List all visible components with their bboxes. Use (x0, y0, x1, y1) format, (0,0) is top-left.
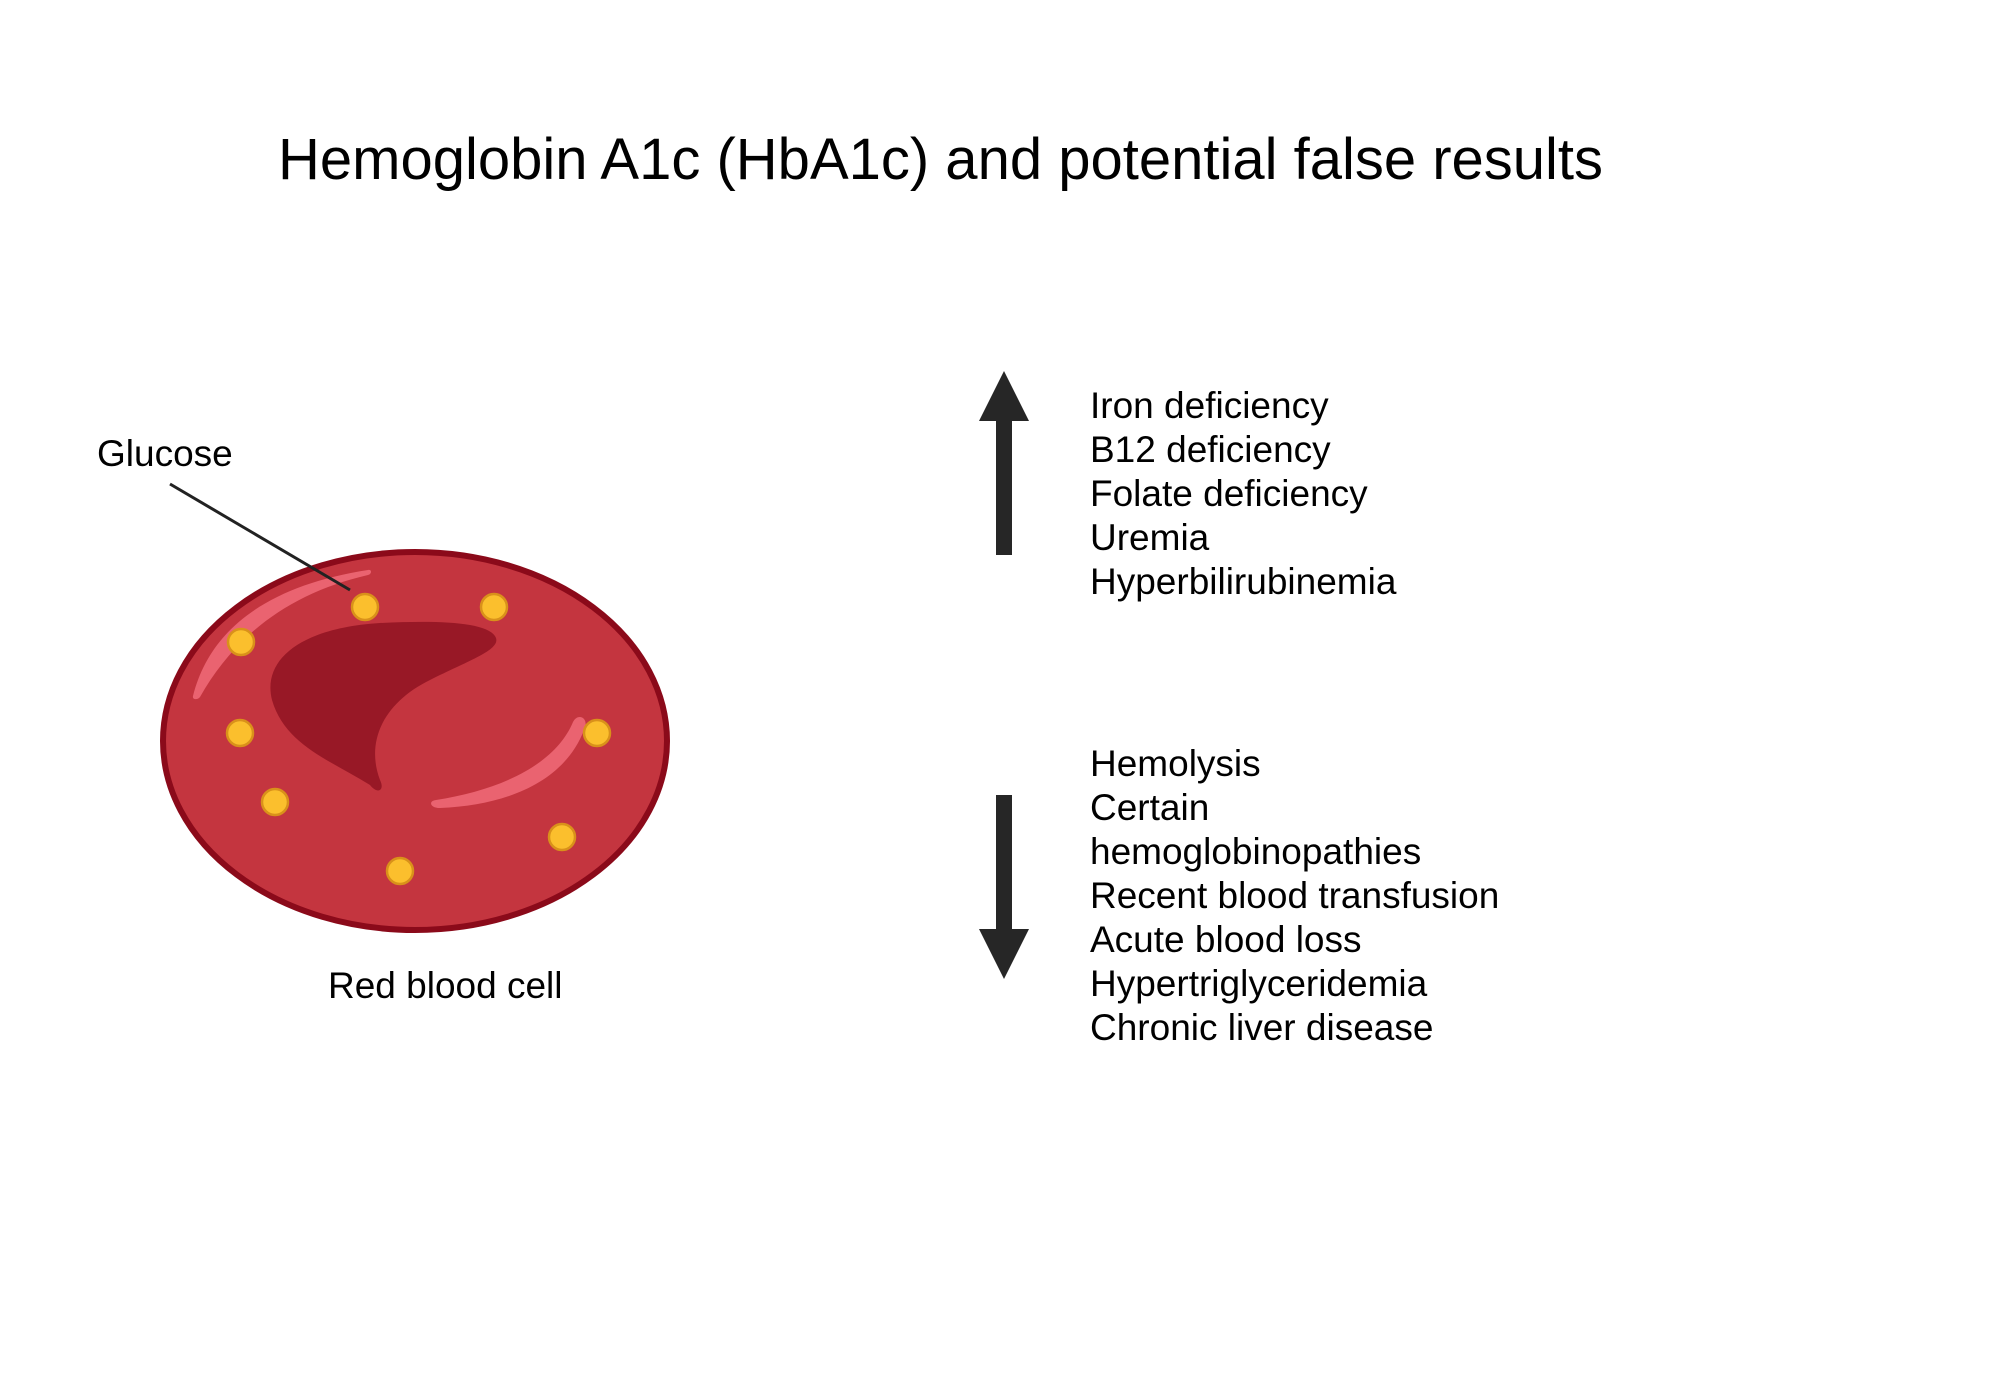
list-item: Folate deficiency (1090, 473, 1368, 514)
list-item: Hyperbilirubinemia (1090, 561, 1397, 602)
list-item: Iron deficiency (1090, 385, 1329, 426)
list-item: Certain (1090, 787, 1210, 828)
red-blood-cell-label: Red blood cell (328, 965, 563, 1006)
glucose-molecule (350, 592, 380, 622)
list-item: Acute blood loss (1090, 919, 1362, 960)
falsely-elevated-list: Iron deficiency B12 deficiency Folate de… (1090, 384, 1650, 604)
cell-center-concavity (270, 621, 497, 791)
cell-highlight-top (192, 569, 371, 700)
glucose-molecule (479, 592, 509, 622)
list-item: Uremia (1090, 517, 1210, 558)
list-item: B12 deficiency (1090, 429, 1331, 470)
cell-highlight-bottom (431, 716, 586, 808)
cell-membrane (160, 549, 670, 933)
list-item: Recent blood transfusion (1090, 875, 1500, 916)
glucose-molecule (225, 718, 255, 748)
glucose-molecule (582, 718, 612, 748)
red-blood-cell (160, 549, 670, 933)
list-item: Hemolysis (1090, 743, 1261, 784)
glucose-molecule (226, 627, 256, 657)
list-item: hemoglobinopathies (1090, 831, 1422, 872)
arrow-down-icon (979, 795, 1029, 979)
diagram-title: Hemoglobin A1c (HbA1c) and potential fal… (278, 127, 1604, 192)
arrow-up-icon (979, 371, 1029, 555)
list-item: Chronic liver disease (1090, 1007, 1434, 1048)
list-item: Hypertriglyceridemia (1090, 963, 1428, 1004)
glucose-molecules (225, 592, 612, 886)
falsely-lowered-list: Hemolysis Certain hemoglobinopathies Rec… (1090, 742, 1650, 1050)
glucose-molecule (260, 787, 290, 817)
glucose-molecule (385, 856, 415, 886)
glucose-callout-line (169, 482, 351, 592)
glucose-molecule (547, 822, 577, 852)
glucose-label: Glucose (97, 433, 233, 474)
